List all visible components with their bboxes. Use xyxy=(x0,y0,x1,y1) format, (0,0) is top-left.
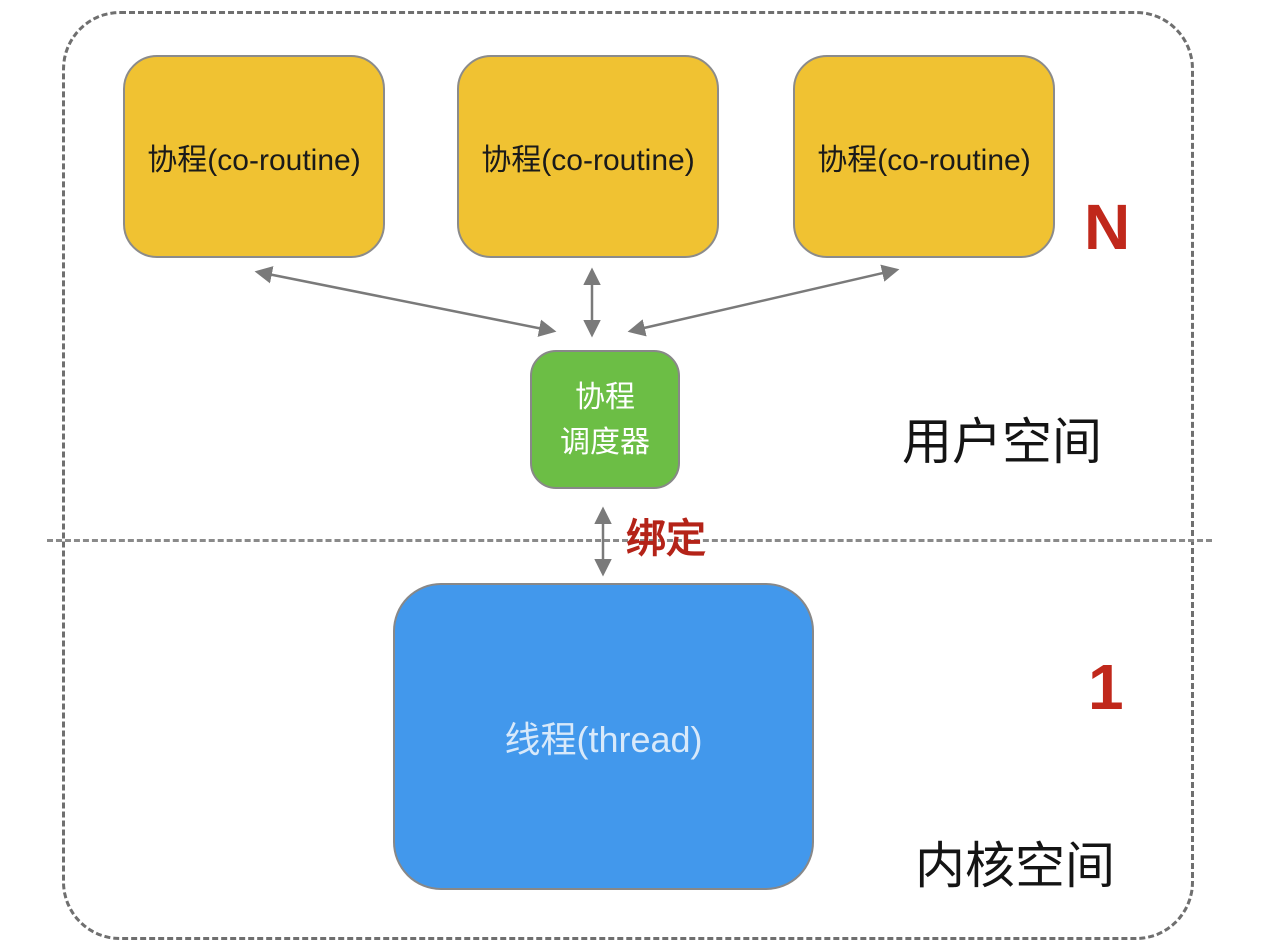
user-space-count: N xyxy=(1084,191,1131,263)
boundary-dashed-border xyxy=(62,11,1194,940)
kernel-space-count: 1 xyxy=(1088,651,1124,723)
coroutine-box-1-label: 协程(co-routine) xyxy=(147,143,361,177)
scheduler-box: 协程 调度器 xyxy=(530,350,680,489)
coroutine-box-3-label: 协程(co-routine) xyxy=(817,143,1031,177)
scheduler-label-line1: 协程 xyxy=(575,380,635,414)
coroutine-box-3: 协程(co-routine) xyxy=(793,55,1055,258)
thread-box-label: 线程(thread) xyxy=(504,718,703,760)
user-space-label: 用户空间 xyxy=(902,414,1102,470)
coroutine-box-2: 协程(co-routine) xyxy=(457,55,719,258)
space-divider-line xyxy=(47,539,1212,542)
bind-label: 绑定 xyxy=(626,517,706,561)
coroutine-box-2-label: 协程(co-routine) xyxy=(481,143,695,177)
kernel-space-label: 内核空间 xyxy=(915,838,1115,894)
scheduler-label-line2: 调度器 xyxy=(560,425,650,459)
thread-box: 线程(thread) xyxy=(393,583,814,890)
coroutine-box-1: 协程(co-routine) xyxy=(123,55,385,258)
